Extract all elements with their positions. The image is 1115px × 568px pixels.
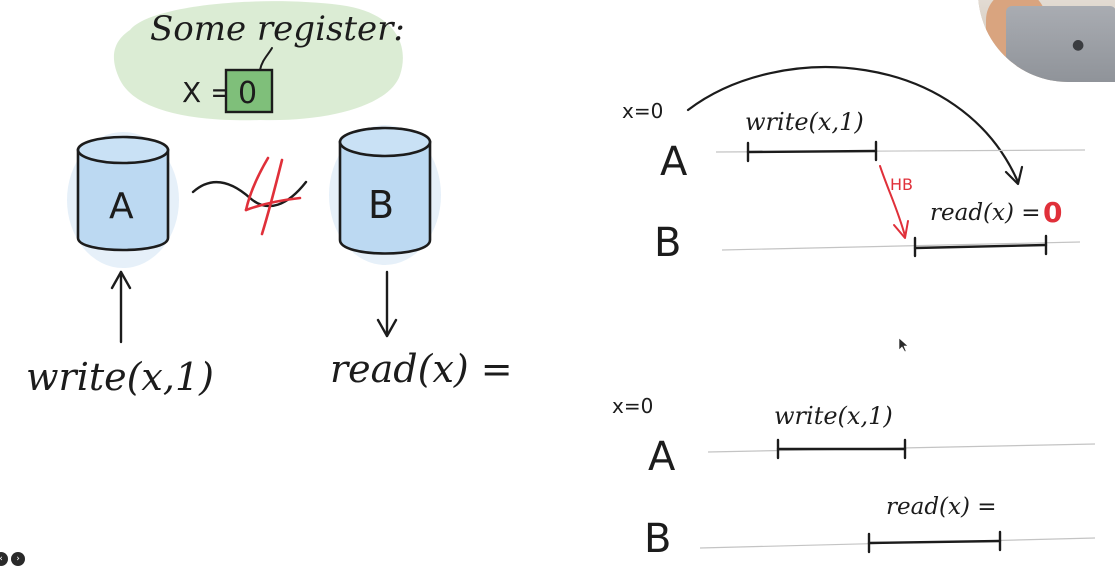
bottom-write-label: write(x,1)	[774, 402, 893, 430]
hb-label: HB	[890, 175, 913, 194]
left-read-label: read(x) =	[330, 347, 513, 391]
register-pointer	[259, 47, 273, 71]
apple-icon: ●	[1072, 37, 1085, 53]
top-read-interval	[913, 234, 1048, 258]
node-b-cylinder: B	[329, 125, 441, 265]
happens-before-arrow	[879, 165, 909, 239]
presenter-laptop	[1006, 6, 1115, 82]
next-icon[interactable]: ›	[11, 552, 25, 566]
node-a-cylinder: A	[67, 132, 179, 268]
bottom-row-a-label: A	[648, 434, 676, 480]
bottom-read-interval	[867, 530, 1002, 554]
top-row-a-label: A	[660, 139, 688, 185]
player-controls: ‹ ›	[0, 552, 25, 568]
top-init-label: x=0	[622, 99, 663, 123]
top-timeline-b	[721, 241, 1081, 251]
register-bubble	[113, 1, 403, 121]
top-initial-value-arrow	[686, 66, 1024, 186]
top-read-label: read(x) =	[930, 200, 1041, 226]
read-arrow	[376, 270, 398, 338]
top-write-interval	[746, 140, 878, 163]
left-write-label: write(x,1)	[26, 355, 214, 399]
top-row-b-label: B	[654, 220, 681, 266]
register-value: 0	[238, 76, 257, 111]
register-value-box	[224, 68, 274, 114]
prev-icon[interactable]: ‹	[0, 552, 8, 566]
top-write-label: write(x,1)	[745, 108, 864, 136]
bottom-init-label: x=0	[612, 394, 653, 418]
node-b-label: B	[368, 183, 394, 227]
register-caption: Some register:	[150, 9, 405, 49]
broken-link-mark	[244, 156, 302, 236]
bottom-write-interval	[776, 438, 907, 460]
bottom-read-label: read(x) =	[886, 494, 997, 520]
write-arrow	[110, 270, 132, 344]
mouse-cursor-icon	[898, 337, 909, 353]
top-read-result: 0	[1043, 196, 1062, 229]
presenter-webcam: ●	[978, 0, 1115, 82]
node-a-label: A	[109, 186, 134, 227]
bottom-row-b-label: B	[644, 516, 671, 562]
